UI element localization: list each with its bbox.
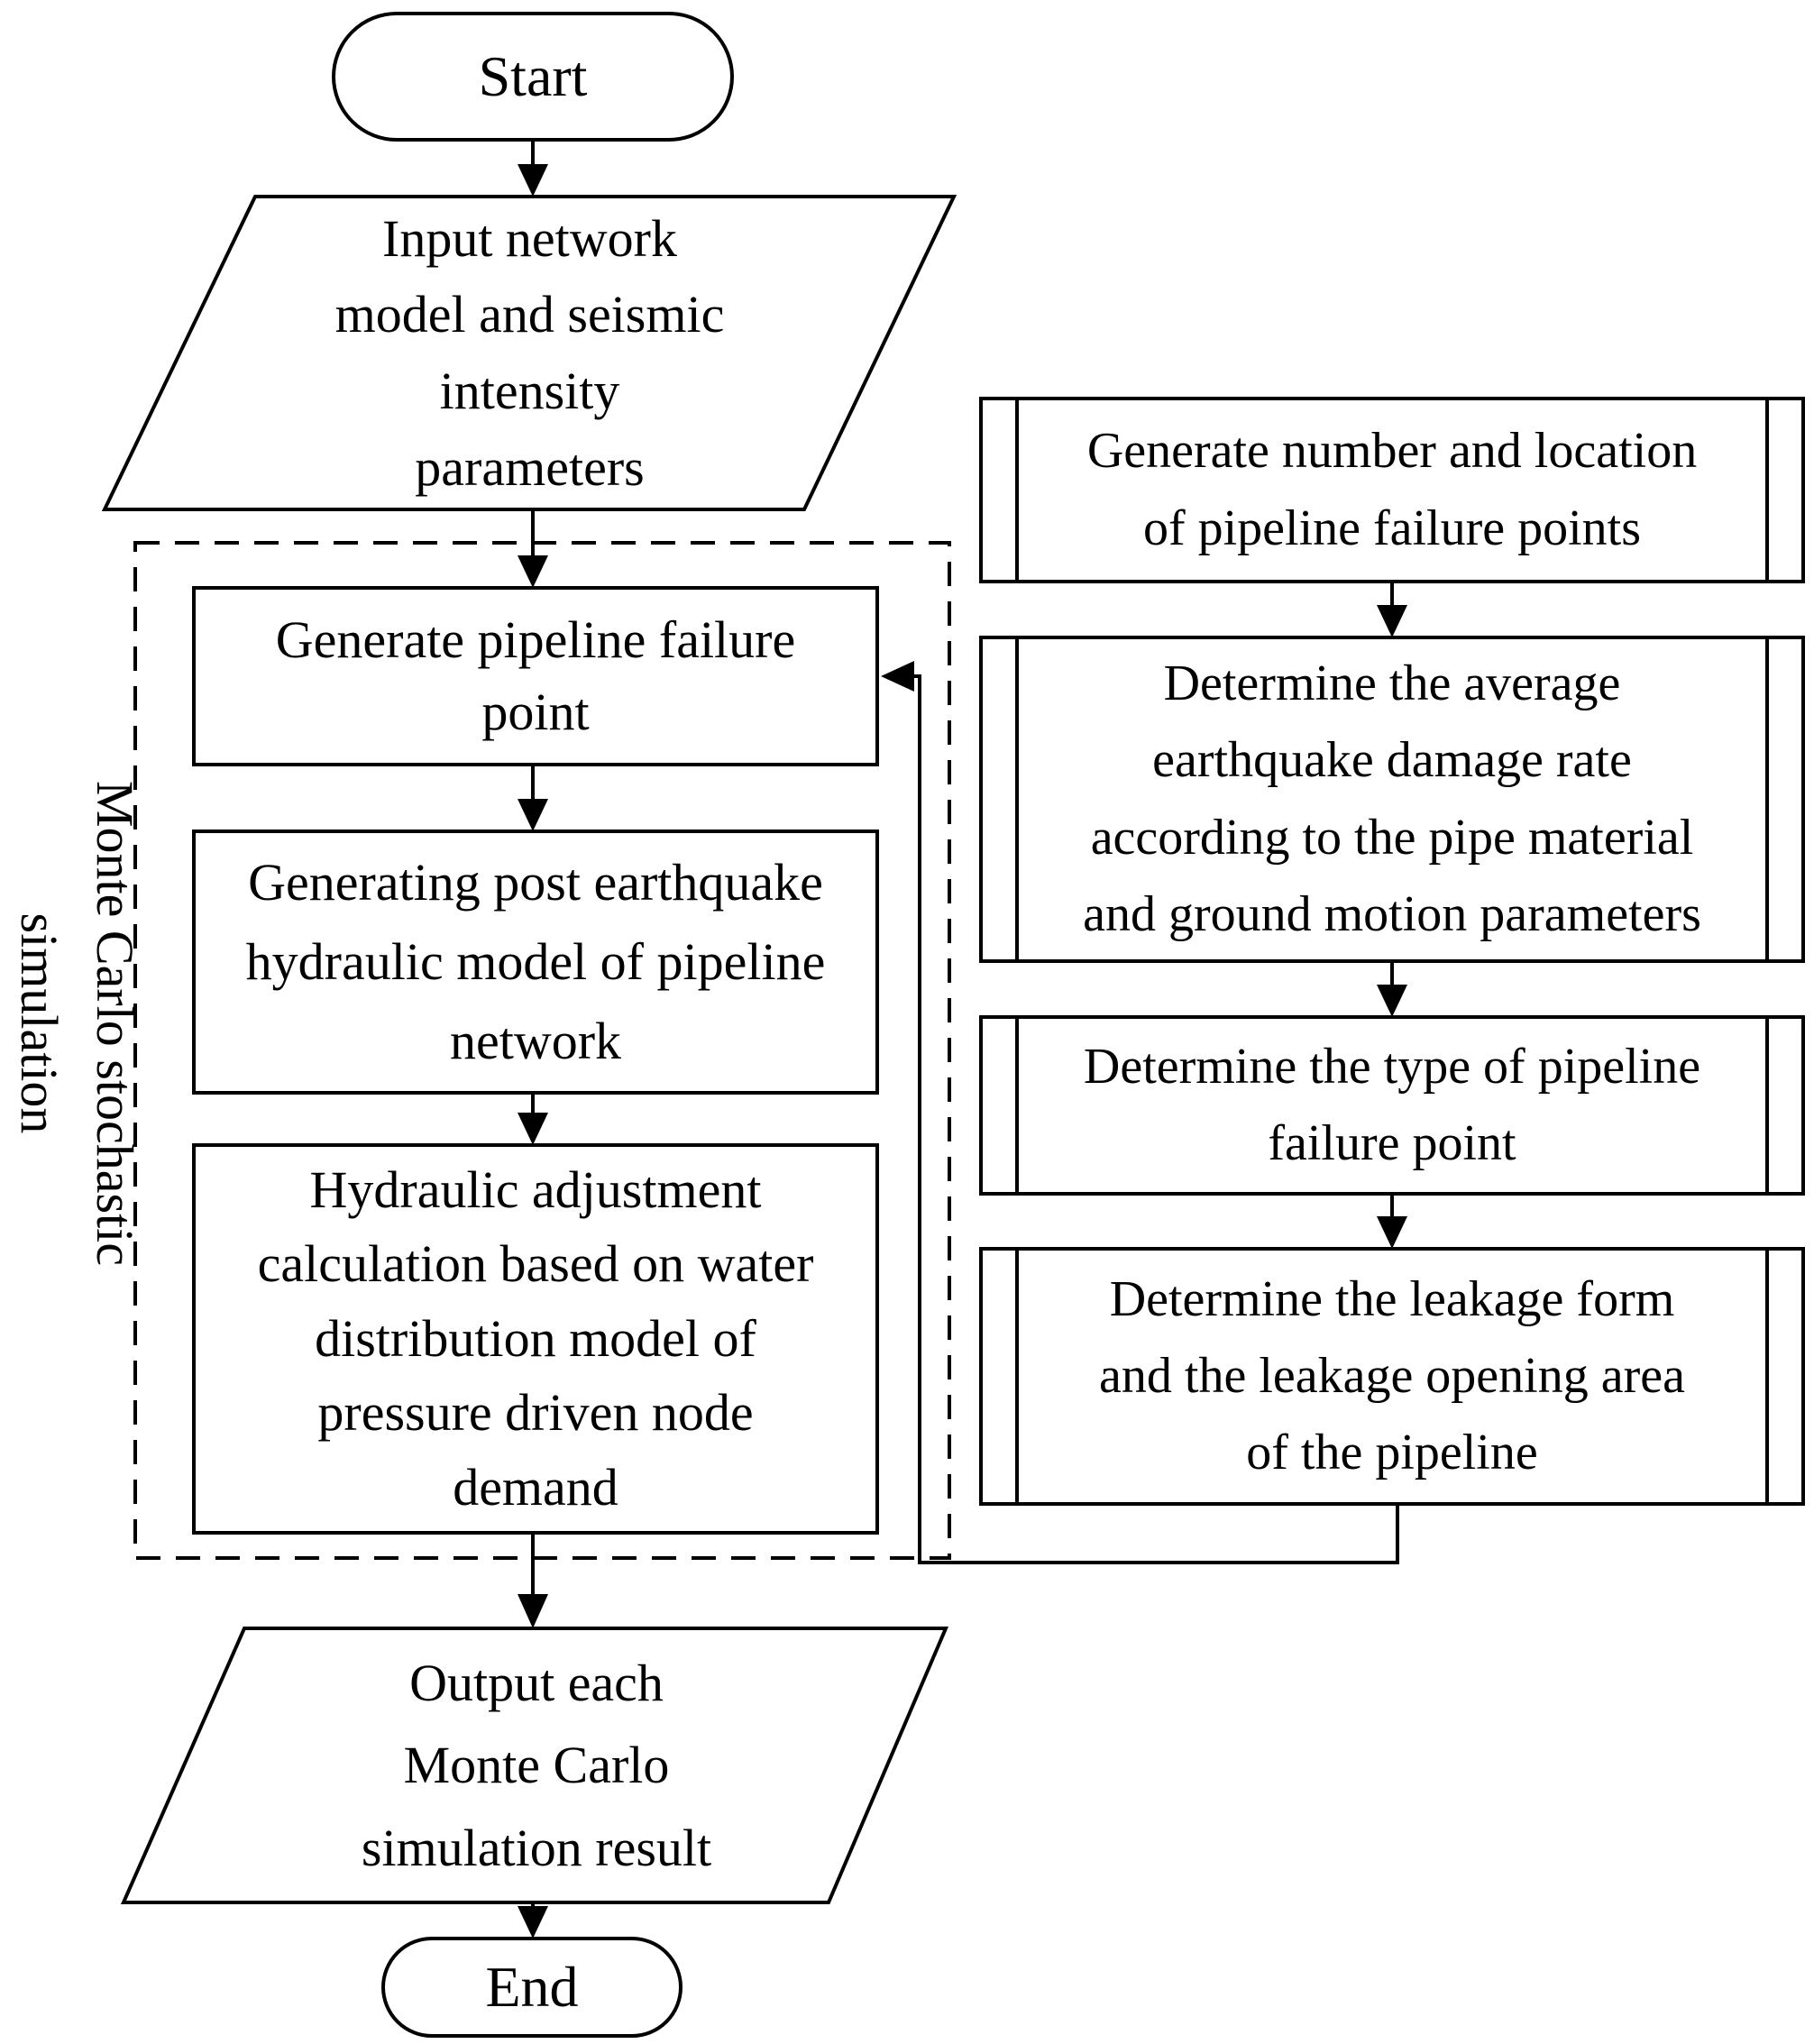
arrowhead-icon bbox=[881, 661, 914, 692]
arrowhead-icon bbox=[1377, 605, 1407, 637]
arrowhead-icon bbox=[518, 1906, 548, 1939]
generate-failure-point-shape bbox=[192, 586, 879, 766]
generate-failure-point-node: Generate pipeline failure point bbox=[275, 610, 796, 741]
arrowhead-icon bbox=[1377, 985, 1407, 1017]
arrowhead-icon bbox=[518, 164, 548, 197]
arrowhead-icon bbox=[518, 555, 548, 588]
arrowhead-icon bbox=[1377, 1216, 1407, 1249]
arrowhead-icon bbox=[518, 1594, 548, 1628]
average-damage-rate-node: Determine the average earthquake damage … bbox=[1083, 655, 1701, 942]
hydraulic-adjustment-shape bbox=[192, 1143, 879, 1535]
end-shape bbox=[381, 1937, 683, 2038]
leakage-form-node: Determine the leakage form and the leaka… bbox=[1099, 1270, 1685, 1481]
leakage-form-shape bbox=[979, 1247, 1805, 1506]
arrowhead-icon bbox=[518, 799, 548, 831]
hydraulic-adjustment-node: Hydraulic adjustment calculation based o… bbox=[257, 1160, 814, 1517]
feedback-path bbox=[912, 674, 1399, 1564]
start-node: Start bbox=[478, 43, 588, 108]
input-parallelogram-shape bbox=[101, 195, 957, 511]
arrowhead-icon bbox=[518, 1113, 548, 1145]
end-node: End bbox=[485, 1954, 579, 2019]
post-earthquake-model-shape bbox=[192, 830, 879, 1095]
generate-number-location-node: Generate number and location of pipeline… bbox=[1086, 423, 1698, 556]
post-earthquake-model-node: Generating post earthquake hydraulic mod… bbox=[245, 852, 826, 1071]
input-parallelogram: Input network model and seismic intensit… bbox=[334, 208, 725, 497]
monte-carlo-loop-border bbox=[133, 541, 951, 1560]
gen-number-location-shape bbox=[979, 397, 1805, 583]
failure-type-node: Determine the type of pipeline failure p… bbox=[1083, 1038, 1701, 1171]
avg-damage-rate-shape bbox=[979, 636, 1805, 963]
output-parallelogram-shape bbox=[120, 1627, 949, 1904]
monte-carlo-loop-label: Monte Carlo stochastic simulation bbox=[10, 780, 145, 1266]
flow-arrowheads bbox=[518, 164, 1407, 1939]
output-result-parallelogram: Output each Monte Carlo simulation resul… bbox=[361, 1653, 712, 1877]
